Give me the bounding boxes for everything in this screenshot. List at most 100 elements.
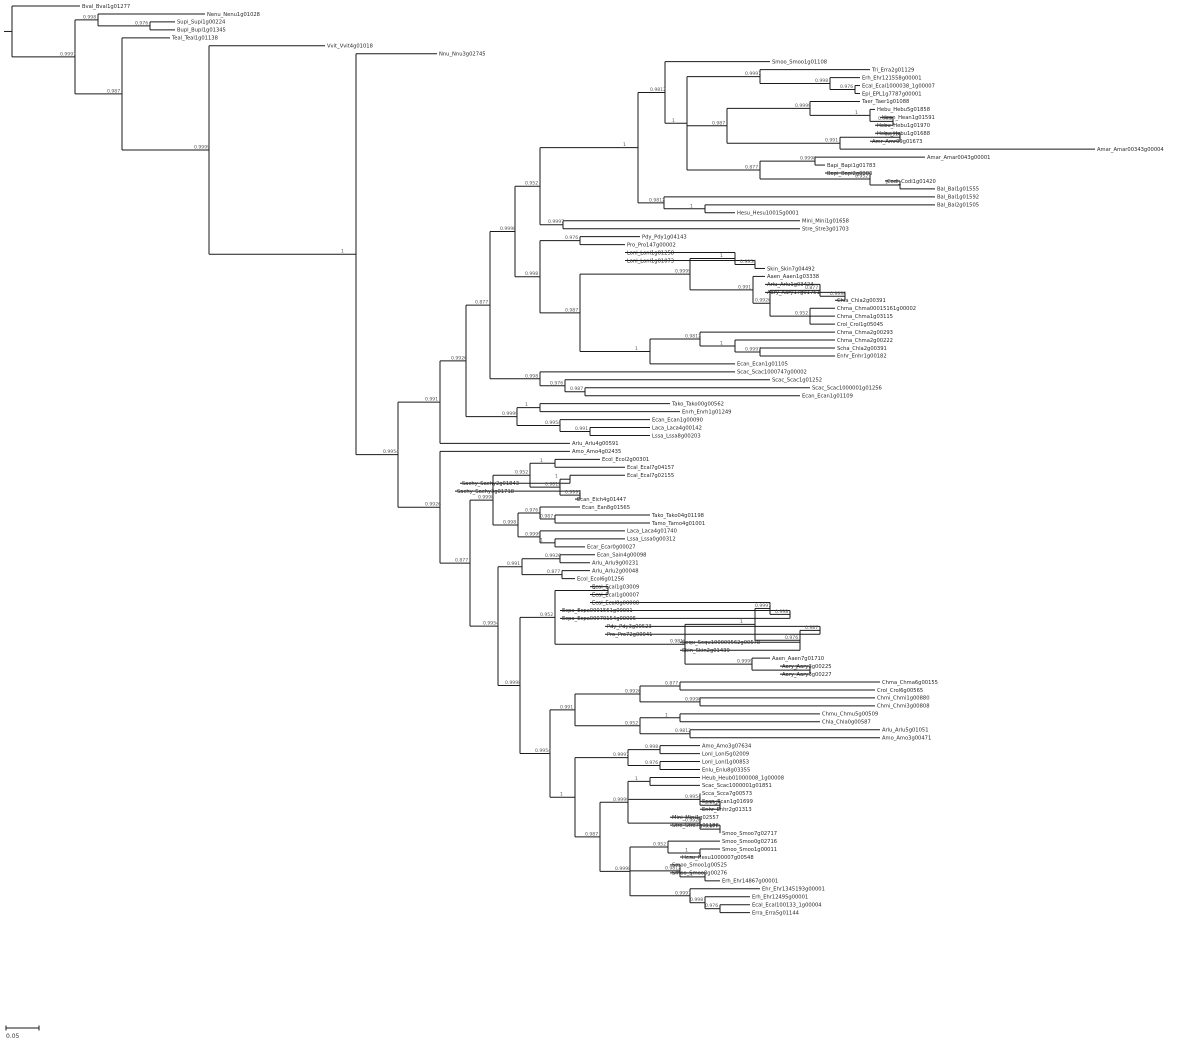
leaf-label: Amo_Amo3g00471 — [882, 735, 931, 741]
support-value: 0.991 — [507, 561, 520, 567]
leaf-label: Pro_Pro147g00002 — [627, 242, 676, 248]
leaf-label: Arlu_Arlu9g00231 — [592, 561, 639, 567]
support-value: 0.9926 — [451, 355, 467, 361]
support-value: 0.952 — [625, 720, 638, 726]
leaf-label: Sequ_Sequ100009562g00578 — [682, 640, 760, 646]
leaf-label: Chla_Chla0g00587 — [822, 720, 871, 726]
support-value: 0.991 — [560, 704, 573, 710]
leaf-label: Tako_Tako04g01198 — [651, 513, 704, 519]
leaf-label: Tamo_Tamo4g01001 — [651, 521, 705, 527]
support-value: 0.9999 — [194, 144, 210, 150]
support-value: 0.9997 — [745, 71, 761, 77]
support-value: 0.998 — [525, 373, 538, 379]
support-value: 0.9812 — [665, 865, 681, 871]
support-value: 1 — [593, 585, 596, 591]
support-value: 1 — [555, 474, 558, 480]
support-value: 0.991 — [575, 426, 588, 432]
support-value: 0.9997 — [675, 890, 691, 896]
support-value: 0.9954 — [545, 420, 561, 426]
leaf-label: Ehr_Ehr1345193g00001 — [762, 887, 825, 893]
support-value: 0.9997 — [60, 51, 76, 57]
leaf-label: Enlu_Enlu8g03355 — [702, 767, 750, 773]
support-value: 0.9926 — [885, 132, 901, 138]
support-value: 1 — [855, 110, 858, 116]
support-value: 0.9926 — [685, 818, 701, 824]
leaf-label: Smoo_Smoo7g02717 — [722, 831, 777, 837]
leaf-label: Arlu_Arlu5g01051 — [882, 728, 929, 734]
support-values: 1 0.9997 0.998 0.976 0.987 0.9999 1 0.9954 0.991… — [60, 14, 901, 909]
support-value: 0.976 — [565, 235, 578, 241]
support-value: 0.987 — [712, 120, 725, 126]
support-value: 0.998 — [645, 744, 658, 750]
support-value: 0.952 — [795, 311, 808, 317]
leaf-label: Ecan_Eich4g01447 — [577, 497, 626, 503]
leaf-label: Aaen_Aaen1g03338 — [767, 274, 819, 280]
leaf-label: Ecal_Ecal7g04157 — [627, 465, 674, 471]
support-value: 0.877 — [705, 824, 718, 830]
leaf-label: Smoo_Smoo1g01108 — [772, 59, 827, 65]
support-value: 0.976 — [785, 635, 798, 641]
leaf-label: Ecan_Ecan1g00090 — [652, 417, 703, 423]
leaf-label: Ecan_Ecan1g01699 — [702, 799, 753, 805]
leaf-label: Ecan_Ean8g01565 — [582, 505, 630, 511]
leaf-label: Chma_Chma2g00222 — [837, 338, 893, 344]
support-value: 0.9998 — [615, 866, 631, 872]
leaf-label: Hesu_Hesu1000007g00548 — [682, 855, 754, 861]
support-value: 0.9999 — [613, 797, 629, 803]
support-value: 0.952 — [540, 612, 553, 618]
support-value: 1 — [885, 179, 888, 185]
leaf-label: Ecal_Ecal7g02155 — [627, 473, 674, 479]
support-value: 0.9998 — [478, 495, 494, 501]
support-value: 0.9954 — [878, 116, 894, 122]
support-value: 0.952 — [525, 181, 538, 187]
leaf-label: Ecan_Ecan1g01105 — [737, 362, 788, 368]
support-value: 0.9926 — [755, 298, 771, 304]
leaf-label: Bal_Bal1g01555 — [937, 187, 979, 193]
leaf-label: Laca_Laca4g00142 — [652, 425, 702, 431]
support-value: 0.9998 — [800, 156, 816, 162]
support-value: 1 — [685, 848, 688, 854]
support-value: 0.9999 — [502, 411, 518, 417]
support-value: 0.9954 — [483, 621, 499, 627]
support-value: 0.987 — [565, 307, 578, 313]
leaf-label: Ecar_Ecar0g00027 — [587, 545, 636, 551]
leaf-label: Supi_Supi1g00224 — [177, 20, 226, 26]
leaf-label: Ecan_Sain4g00098 — [597, 553, 647, 559]
support-value: 0.9998 — [505, 680, 521, 686]
leaf-label: Lonl_Lonl1g00853 — [702, 759, 749, 765]
leaf-label: Aary_Aary3g00227 — [782, 672, 832, 678]
support-value: 0.9812 — [545, 482, 561, 488]
leaf-label: Nenu_Nenu1g01028 — [207, 12, 260, 18]
leaf-label: Ecpa_Ecpa00070154g00005 — [562, 616, 636, 622]
support-value: 0.877 — [745, 165, 758, 171]
scale-bar-label: 0.05 — [6, 1033, 20, 1040]
leaf-label: Enhr_Enhr2g01313 — [702, 807, 752, 813]
leaf-label: Chla_Chla2g00391 — [837, 298, 886, 304]
leaf-label: Erh_Ehr14867g00001 — [722, 879, 778, 885]
leaf-label: Chma_Chma1g03115 — [837, 314, 893, 320]
leaf-label: Bapi_Bapi1g01783 — [827, 163, 876, 169]
leaf-label: Hebu_Hebu1g01688 — [877, 131, 930, 137]
support-value: 0.952 — [855, 173, 868, 179]
support-value: 1 — [665, 712, 668, 718]
support-value: 1 — [560, 792, 563, 798]
leaf-label: Smoo_Smoo8g00276 — [672, 871, 727, 877]
support-value: 0.877 — [805, 285, 818, 291]
leaf-label: Pro_Pro72g00041 — [607, 632, 652, 638]
support-value: 0.976 — [135, 20, 148, 26]
leaf-label: Nnu_Nnu3g02745 — [439, 52, 486, 58]
support-value: 0.877 — [547, 569, 560, 575]
leaf-label: Hean_Hean1g01591 — [882, 115, 935, 121]
leaf-label: Amar_Amar0043g00001 — [927, 155, 990, 161]
support-value: 0.9954 — [383, 449, 399, 455]
support-value: 0.9999 — [795, 103, 811, 109]
leaf-label: Scca_Scca7g00573 — [702, 791, 752, 797]
leaf-label: Skin_Skin2g01439 — [682, 648, 730, 654]
support-value: 0.9926 — [425, 502, 441, 508]
leaf-label: Vvit_Vvit4g01018 — [327, 44, 373, 50]
leaf-label: Amo_Amo3g07634 — [702, 743, 752, 749]
leaf-label: Amar_Amar00343g00004 — [1097, 147, 1164, 153]
leaf-label: Ecan_Ecan1g01109 — [802, 394, 853, 400]
leaf-label: Chma_Chma00015161g00002 — [837, 306, 916, 312]
